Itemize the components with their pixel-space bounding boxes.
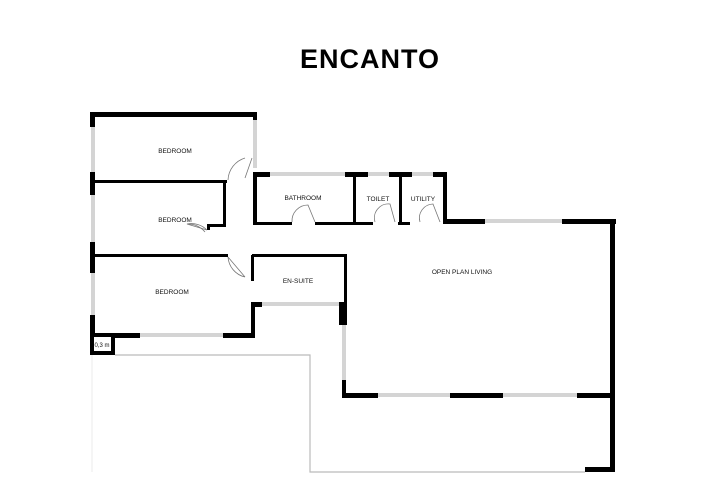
room-label-en-suite: EN-SUITE: [283, 278, 314, 285]
room-label-open-plan-living: OPEN PLAN LIVING: [432, 269, 492, 276]
doors: [186, 157, 441, 278]
room-label-bedroom-3: BEDROOM: [155, 289, 189, 296]
walls: [90, 112, 616, 472]
plan-title: ENCANTO: [299, 44, 440, 74]
scale-label: 0,3 m: [94, 343, 109, 349]
windows: [91, 120, 577, 397]
room-label-bathroom: BATHROOM: [284, 195, 321, 202]
room-label-toilet: TOILET: [367, 196, 390, 203]
terrace-outline: [115, 354, 585, 473]
room-label-bedroom-2: BEDROOM: [158, 217, 192, 224]
room-label-bedroom-1: BEDROOM: [158, 148, 192, 155]
room-label-utility: UTILITY: [411, 196, 436, 203]
